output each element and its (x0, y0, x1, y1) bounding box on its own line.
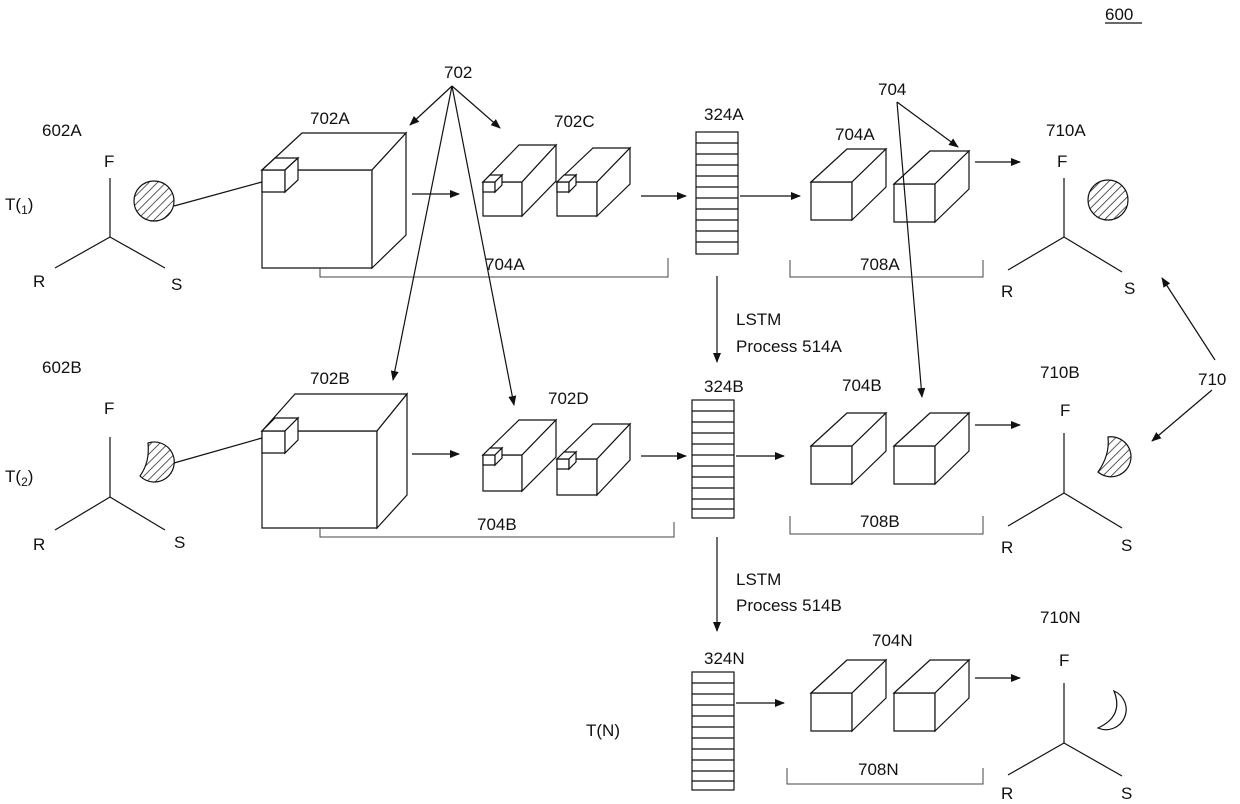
row-2: 602B T(2) F R S 702B (5, 358, 1132, 557)
conv-blocks-702d (483, 420, 630, 495)
svg-text:702: 702 (444, 63, 472, 82)
output-label-710n: 710N (1040, 608, 1081, 627)
output-label-710a: 710A (1046, 121, 1086, 140)
row-1: 602A T(1) F R S 702A (5, 105, 1135, 301)
conv-cube-702a (262, 133, 406, 268)
input-object-partial-circle (140, 442, 174, 482)
callout-704: 704 (878, 80, 958, 397)
svg-text:F: F (104, 399, 114, 418)
vector-label-324a: 324A (704, 105, 744, 124)
conv-blocks-702c (483, 145, 630, 216)
svg-text:F: F (1060, 401, 1070, 420)
feature-vector-324a (696, 132, 738, 254)
conv-cube-702b (262, 394, 407, 528)
input-label-602a: 602A (42, 121, 82, 140)
conv-label-702d: 702D (548, 389, 589, 408)
fc-blocks-704b (811, 413, 969, 484)
time-label-t2: T(2) (5, 467, 33, 489)
fc-label-704a: 704A (835, 125, 875, 144)
output-axes-2: F R S (1001, 401, 1132, 557)
lstm-transition-514a: LSTM Process 514A (717, 276, 842, 362)
conv-label-702b: 702B (310, 369, 350, 388)
feature-vector-324b (692, 400, 734, 518)
svg-text:S: S (171, 275, 182, 294)
vector-label-324n: 324N (704, 649, 745, 668)
time-label-tn: T(N) (586, 721, 620, 740)
conv-label-702c: 702C (554, 112, 595, 131)
bracket-label-708n: 708N (858, 760, 899, 779)
output-object-crescent (1098, 691, 1126, 730)
input-to-conv-line-2 (174, 438, 262, 463)
svg-text:S: S (1121, 784, 1132, 803)
fc-label-704b: 704B (842, 376, 882, 395)
input-axes-1: F R S (33, 152, 182, 294)
callout-710: 710 (1152, 278, 1226, 441)
feature-vector-324n (692, 672, 734, 790)
svg-text:R: R (1001, 784, 1013, 803)
svg-text:LSTM: LSTM (736, 310, 781, 329)
svg-text:S: S (1124, 279, 1135, 298)
bracket-label-708a: 708A (860, 255, 900, 274)
svg-text:S: S (174, 533, 185, 552)
svg-text:Process 514A: Process 514A (736, 337, 842, 356)
svg-text:R: R (33, 272, 45, 291)
input-object-full-circle (134, 181, 174, 221)
input-label-602b: 602B (42, 358, 82, 377)
svg-text:F: F (104, 152, 114, 171)
output-object-full-circle (1088, 180, 1128, 220)
figure-number: 600 (1105, 5, 1133, 24)
conv-label-702a: 702A (310, 109, 350, 128)
vector-label-324b: 324B (704, 377, 744, 396)
svg-text:LSTM: LSTM (736, 570, 781, 589)
bracket-label-704a: 704A (485, 255, 525, 274)
svg-text:R: R (33, 535, 45, 554)
output-object-partial-circle (1098, 437, 1131, 477)
fc-blocks-704n (811, 660, 969, 731)
svg-text:710: 710 (1198, 370, 1226, 389)
bracket-label-704b: 704B (477, 515, 517, 534)
svg-text:F: F (1059, 651, 1069, 670)
svg-text:704: 704 (878, 80, 906, 99)
input-to-conv-line-1 (174, 182, 262, 206)
fc-label-704n: 704N (872, 631, 913, 650)
lstm-transition-514b: LSTM Process 514B (717, 537, 842, 631)
row-n: T(N) 324N 704N 710N F R S (586, 608, 1132, 803)
svg-text:R: R (1001, 282, 1013, 301)
svg-text:F: F (1057, 152, 1067, 171)
output-axes-1: F R S (1001, 152, 1135, 301)
fc-blocks-704a (811, 149, 969, 222)
bracket-label-708b: 708B (860, 512, 900, 531)
svg-text:S: S (1121, 536, 1132, 555)
time-label-t1: T(1) (5, 195, 33, 217)
svg-text:R: R (1001, 538, 1013, 557)
output-label-710b: 710B (1040, 363, 1080, 382)
svg-text:Process 514B: Process 514B (736, 596, 842, 615)
callout-702: 702 (393, 63, 514, 405)
